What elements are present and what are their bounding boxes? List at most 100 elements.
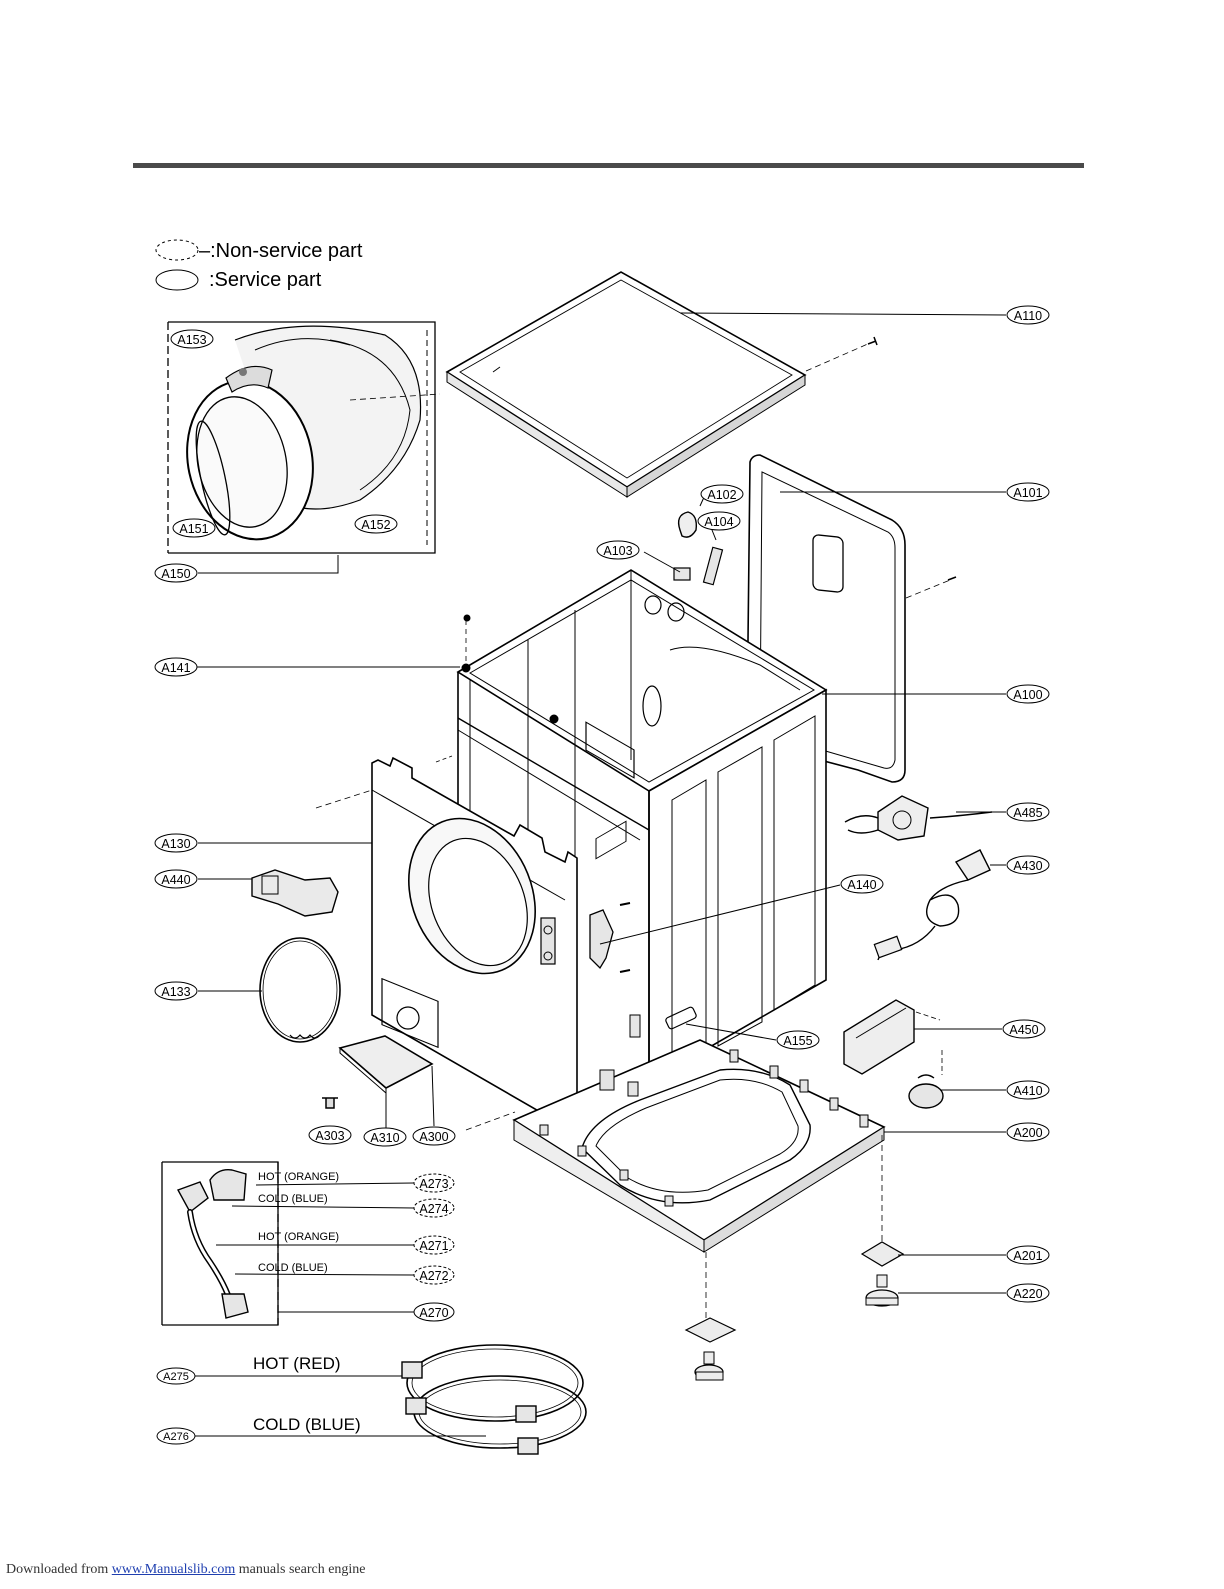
legend-non-service: –:Non-service part bbox=[199, 240, 363, 262]
callout-a220-label: A220 bbox=[1013, 1287, 1042, 1301]
callout-a200-label: A200 bbox=[1013, 1126, 1042, 1140]
header-rule bbox=[133, 163, 1084, 168]
callout-a104: A104 bbox=[697, 511, 741, 531]
top-plate bbox=[445, 271, 878, 498]
callout-a100: A100 bbox=[1006, 684, 1050, 704]
callout-a201-label: A201 bbox=[1013, 1249, 1042, 1263]
manualslib-link[interactable]: www.Manualslib.com bbox=[111, 1562, 236, 1577]
callout-a273-label: A273 bbox=[419, 1177, 448, 1191]
note-hot-orange-2: HOT (ORANGE) bbox=[258, 1231, 339, 1243]
callout-a130-label: A130 bbox=[161, 837, 190, 851]
callout-a101: A101 bbox=[1006, 482, 1050, 502]
callout-a485-label: A485 bbox=[1013, 806, 1042, 820]
callout-a274: A274 bbox=[413, 1198, 455, 1218]
electrical-parts bbox=[843, 795, 993, 1109]
callout-a272-label: A272 bbox=[419, 1269, 448, 1283]
callout-a220: A220 bbox=[1006, 1283, 1050, 1303]
footer: Downloaded from www.Manualslib.com manua… bbox=[6, 1562, 366, 1578]
supply-hoses bbox=[401, 1344, 587, 1455]
door-lock bbox=[251, 869, 339, 917]
footer-suffix: manuals search engine bbox=[235, 1562, 366, 1577]
callout-a450-label: A450 bbox=[1009, 1023, 1038, 1037]
inlet-valve-inset bbox=[161, 1161, 279, 1326]
callout-a410-label: A410 bbox=[1013, 1084, 1042, 1098]
callout-a152-label: A152 bbox=[361, 518, 390, 532]
callout-a110: A110 bbox=[1006, 305, 1050, 325]
callout-a102: A102 bbox=[700, 484, 744, 504]
non-service-symbol bbox=[155, 239, 199, 261]
callout-a104-label: A104 bbox=[704, 515, 733, 529]
callout-a100-label: A100 bbox=[1013, 688, 1042, 702]
a150-leader bbox=[198, 555, 339, 574]
callout-a103: A103 bbox=[596, 540, 640, 560]
callout-a440: A440 bbox=[154, 869, 198, 889]
legend-service: :Service part bbox=[209, 269, 322, 291]
callouts: A110 A101 A102 A104 A103 A100 A141 A153 … bbox=[154, 305, 1050, 1445]
callout-a271-label: A271 bbox=[419, 1239, 448, 1253]
note-cold-blue-2: COLD (BLUE) bbox=[258, 1262, 328, 1274]
callout-a201: A201 bbox=[1006, 1245, 1050, 1265]
leveling-feet bbox=[684, 1241, 905, 1381]
callout-a430-label: A430 bbox=[1013, 859, 1042, 873]
callout-a140: A140 bbox=[840, 874, 884, 894]
callout-a200: A200 bbox=[1006, 1122, 1050, 1142]
callout-a270: A270 bbox=[413, 1302, 455, 1322]
callout-a151-label: A151 bbox=[179, 522, 208, 536]
service-symbol bbox=[155, 269, 199, 291]
callout-a141-label: A141 bbox=[161, 661, 190, 675]
filter-cover bbox=[322, 1035, 434, 1109]
callout-a150-label: A150 bbox=[161, 567, 190, 581]
callout-a430: A430 bbox=[1006, 855, 1050, 875]
callout-a141: A141 bbox=[154, 657, 198, 677]
note-hot-orange-1: HOT (ORANGE) bbox=[258, 1171, 339, 1183]
front-panel bbox=[315, 755, 578, 1129]
callout-a300-label: A300 bbox=[419, 1130, 448, 1144]
callout-a153-label: A153 bbox=[177, 333, 206, 347]
callout-a276: A276 bbox=[156, 1427, 196, 1445]
callout-a102-label: A102 bbox=[707, 488, 736, 502]
callout-a310: A310 bbox=[363, 1127, 407, 1147]
callout-a270-label: A270 bbox=[419, 1306, 448, 1320]
legend: –:Non-service part :Service part bbox=[155, 239, 363, 291]
front-brackets bbox=[589, 902, 641, 1038]
callout-a485: A485 bbox=[1006, 802, 1050, 822]
footer-prefix: Downloaded from bbox=[6, 1562, 112, 1577]
callout-a155-label: A155 bbox=[783, 1034, 812, 1048]
callout-a303: A303 bbox=[308, 1125, 352, 1145]
callout-a272: A272 bbox=[413, 1265, 455, 1285]
clamp-ring bbox=[259, 937, 341, 1043]
top-small-parts bbox=[673, 511, 724, 586]
note-hot-red: HOT (RED) bbox=[253, 1354, 341, 1373]
callout-a310-label: A310 bbox=[370, 1131, 399, 1145]
callout-a155: A155 bbox=[776, 1030, 820, 1050]
callout-a300: A300 bbox=[412, 1126, 456, 1146]
callout-a275: A275 bbox=[156, 1367, 196, 1385]
color-notes: HOT (ORANGE) COLD (BLUE) HOT (ORANGE) CO… bbox=[253, 1171, 361, 1434]
callout-a101-label: A101 bbox=[1013, 486, 1042, 500]
callout-a133-label: A133 bbox=[161, 985, 190, 999]
callout-a150: A150 bbox=[154, 563, 198, 583]
callout-a276-label: A276 bbox=[163, 1431, 189, 1443]
callout-a410: A410 bbox=[1006, 1080, 1050, 1100]
callout-a153: A153 bbox=[170, 329, 214, 349]
callout-a303-label: A303 bbox=[315, 1129, 344, 1143]
note-cold-blue-1: COLD (BLUE) bbox=[258, 1193, 328, 1205]
callout-a152: A152 bbox=[354, 514, 398, 534]
callout-a133: A133 bbox=[154, 981, 198, 1001]
callout-a274-label: A274 bbox=[419, 1202, 448, 1216]
callout-a275-label: A275 bbox=[163, 1371, 189, 1383]
callout-a151: A151 bbox=[172, 518, 216, 538]
callout-a450: A450 bbox=[1002, 1019, 1046, 1039]
note-cold-blue-hose: COLD (BLUE) bbox=[253, 1415, 361, 1434]
callout-a103-label: A103 bbox=[603, 544, 632, 558]
door-assembly-inset bbox=[167, 321, 441, 554]
callout-a440-label: A440 bbox=[161, 873, 190, 887]
callout-a130: A130 bbox=[154, 833, 198, 853]
callout-a271: A271 bbox=[413, 1235, 455, 1255]
base-frame bbox=[465, 1039, 886, 1318]
callout-a140-label: A140 bbox=[847, 878, 876, 892]
callout-a273: A273 bbox=[413, 1173, 455, 1193]
callout-a110-label: A110 bbox=[1014, 309, 1042, 323]
leader-lines bbox=[195, 312, 1007, 1437]
